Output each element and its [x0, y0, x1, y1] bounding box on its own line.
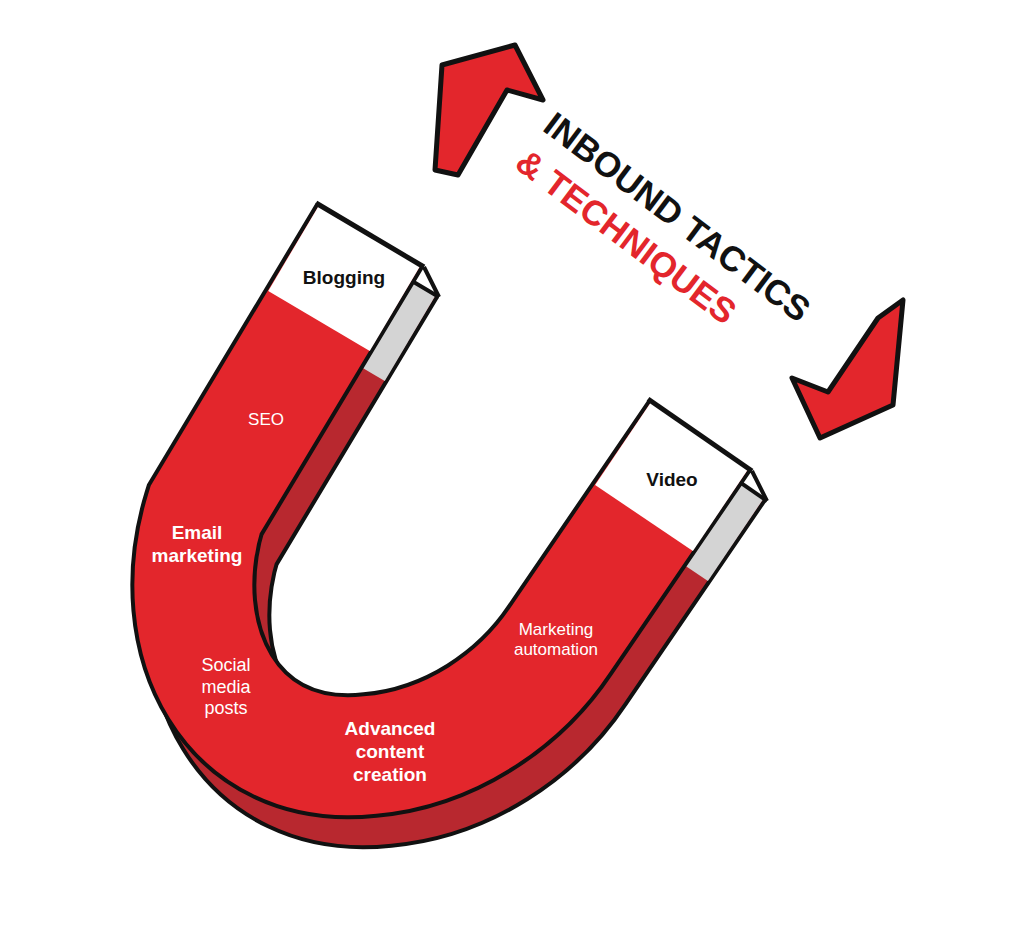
tactic-label: Social media posts [189, 655, 264, 720]
tactic-label: Email marketing [142, 522, 252, 568]
tactic-label: Advanced content creation [335, 718, 445, 786]
magnet-edge [648, 399, 752, 471]
tip-label: Video [622, 469, 722, 492]
tactic-label: Marketing automation [501, 620, 611, 661]
lightning-bolt [792, 300, 903, 438]
magnet-edge [424, 267, 439, 297]
magnet-edge [752, 471, 767, 501]
magnet-face [193, 235, 700, 756]
magnet-edge [316, 203, 424, 267]
tactic-label: SEO [226, 410, 306, 430]
tip-label: Blogging [284, 267, 404, 290]
magnet-outline [193, 235, 700, 756]
